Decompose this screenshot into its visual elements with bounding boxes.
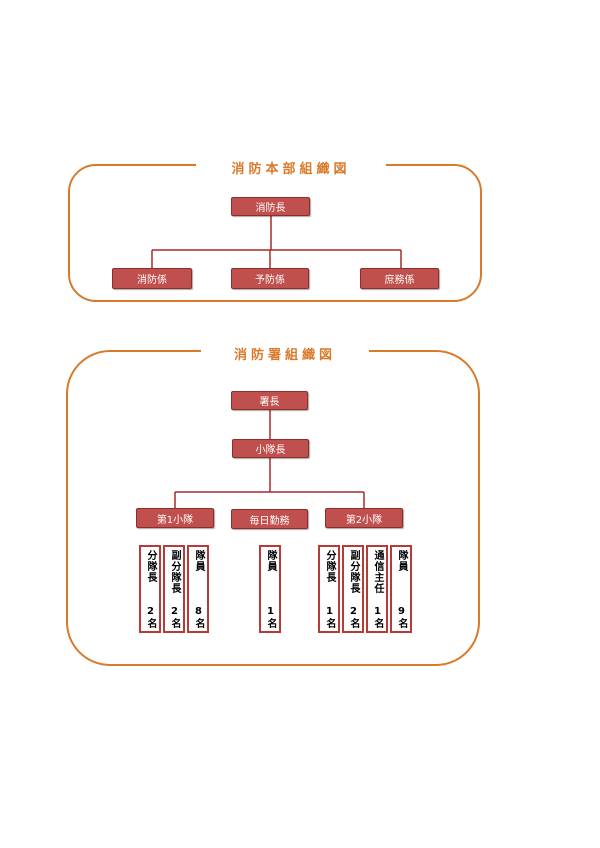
role-name: 分隊長 [145,550,156,583]
role-name: 副分隊長 [348,550,359,594]
role-column: 副分隊長 2名 [342,545,364,633]
role-count: 8名 [193,606,204,629]
role-name: 副分隊長 [169,550,180,594]
box-station-chief: 署長 [231,391,308,410]
role-count: 2名 [169,606,180,629]
box-platoon-leader: 小隊長 [232,439,309,458]
role-column: 隊員 1名 [259,545,281,633]
role-count: 1名 [265,606,276,629]
box-general-affairs-section: 庶務係 [360,268,439,289]
role-count: 1名 [372,606,383,629]
role-column: 分隊長 1名 [318,545,340,633]
role-name: 隊員 [193,550,204,572]
role-column: 分隊長 2名 [139,545,161,633]
role-column: 通信主任 1名 [366,545,388,633]
role-column: 隊員 8名 [187,545,209,633]
role-name: 隊員 [265,550,276,572]
role-name: 通信主任 [372,550,383,594]
box-unit-1: 第1小隊 [136,508,214,528]
role-count: 9名 [396,606,407,629]
role-count: 1名 [324,606,335,629]
station-title: 消防署組織図 [201,344,369,363]
box-fire-section: 消防係 [112,268,192,289]
role-column: 副分隊長 2名 [163,545,185,633]
box-unit-2: 第2小隊 [325,508,403,528]
box-daily-duty: 毎日勤務 [231,509,308,529]
box-prevention-section: 予防係 [231,268,309,289]
role-column: 隊員 9名 [390,545,412,633]
role-count: 2名 [145,606,156,629]
role-name: 隊員 [396,550,407,572]
role-count: 2名 [348,606,359,629]
headquarters-title: 消防本部組織図 [196,158,386,177]
box-fire-chief: 消防長 [231,197,310,216]
role-name: 分隊長 [324,550,335,583]
